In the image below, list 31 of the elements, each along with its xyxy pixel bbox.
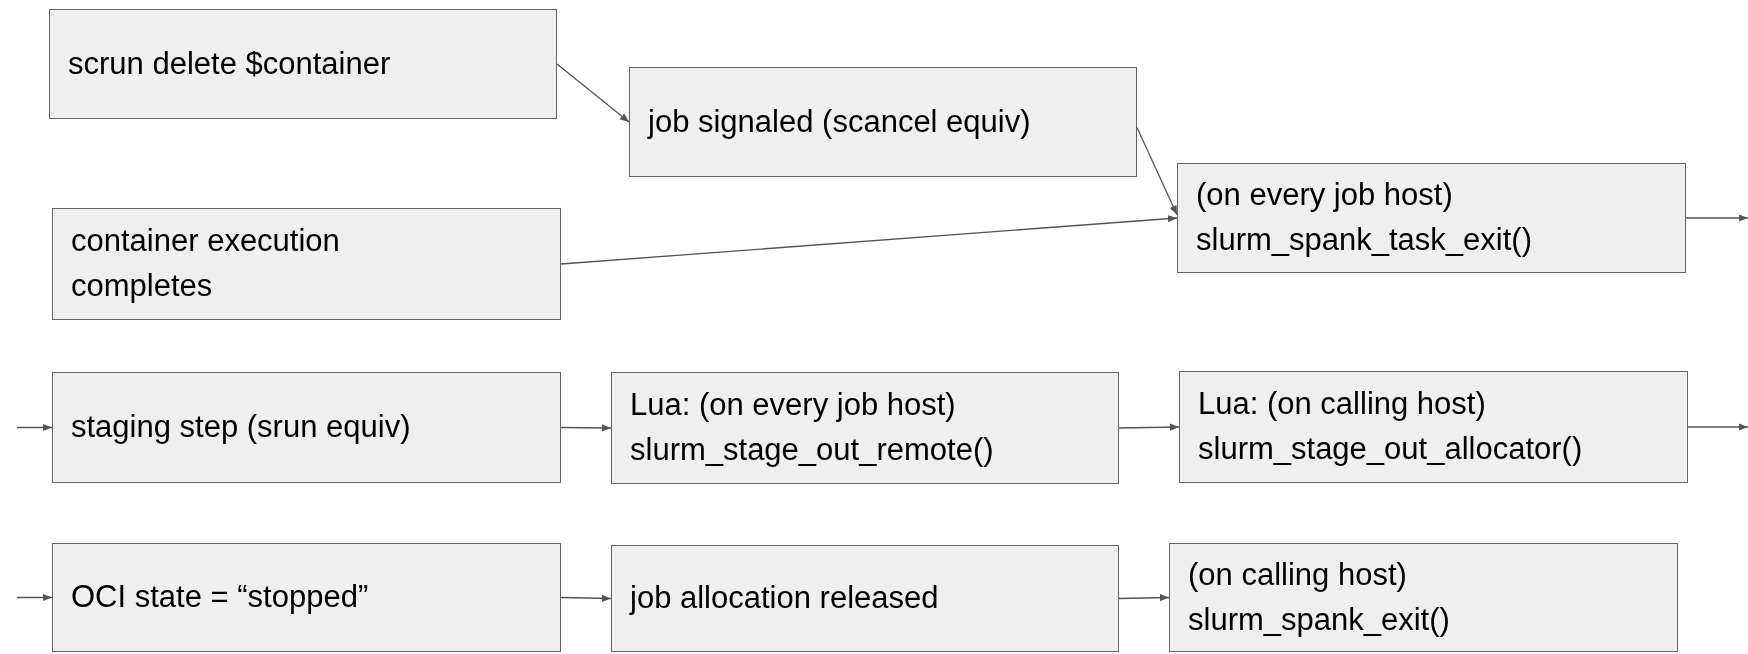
step-text: Lua: (on every job host) slurm_stage_out_remote() <box>630 386 995 469</box>
process-box <box>52 372 561 483</box>
arrow <box>560 594 612 602</box>
arrow <box>1136 126 1178 216</box>
step-text: staging step (srun equiv) <box>71 408 411 447</box>
process-box <box>52 208 561 320</box>
process-box <box>1169 543 1678 652</box>
process-box <box>52 543 561 652</box>
arrow <box>1687 423 1748 431</box>
process-box <box>1179 371 1688 483</box>
step-text: OCI state = “stopped” <box>71 578 369 617</box>
step-text: Lua: (on calling host) slurm_stage_out_allocator() <box>1198 385 1584 468</box>
step-text: job allocation released <box>630 579 939 618</box>
arrow <box>560 424 612 432</box>
arrow <box>1118 423 1180 431</box>
step-text: job signaled (scancel equiv) <box>648 102 1031 141</box>
process-box <box>49 9 557 119</box>
process-box <box>1177 163 1686 273</box>
step-text: scrun delete $container <box>68 44 391 83</box>
arrow <box>556 63 630 123</box>
step-text: container execution completes <box>71 222 341 305</box>
process-box <box>611 372 1119 484</box>
arrow <box>1685 214 1748 222</box>
step-text: (on every job host) slurm_spank_task_exit() <box>1196 176 1533 259</box>
arrow <box>16 423 53 432</box>
process-box <box>629 67 1137 177</box>
arrow <box>16 593 53 602</box>
arrow <box>560 215 1178 265</box>
process-box <box>611 545 1119 652</box>
step-text: (on calling host) slurm_spank_exit() <box>1188 555 1451 639</box>
arrow <box>1118 594 1170 602</box>
